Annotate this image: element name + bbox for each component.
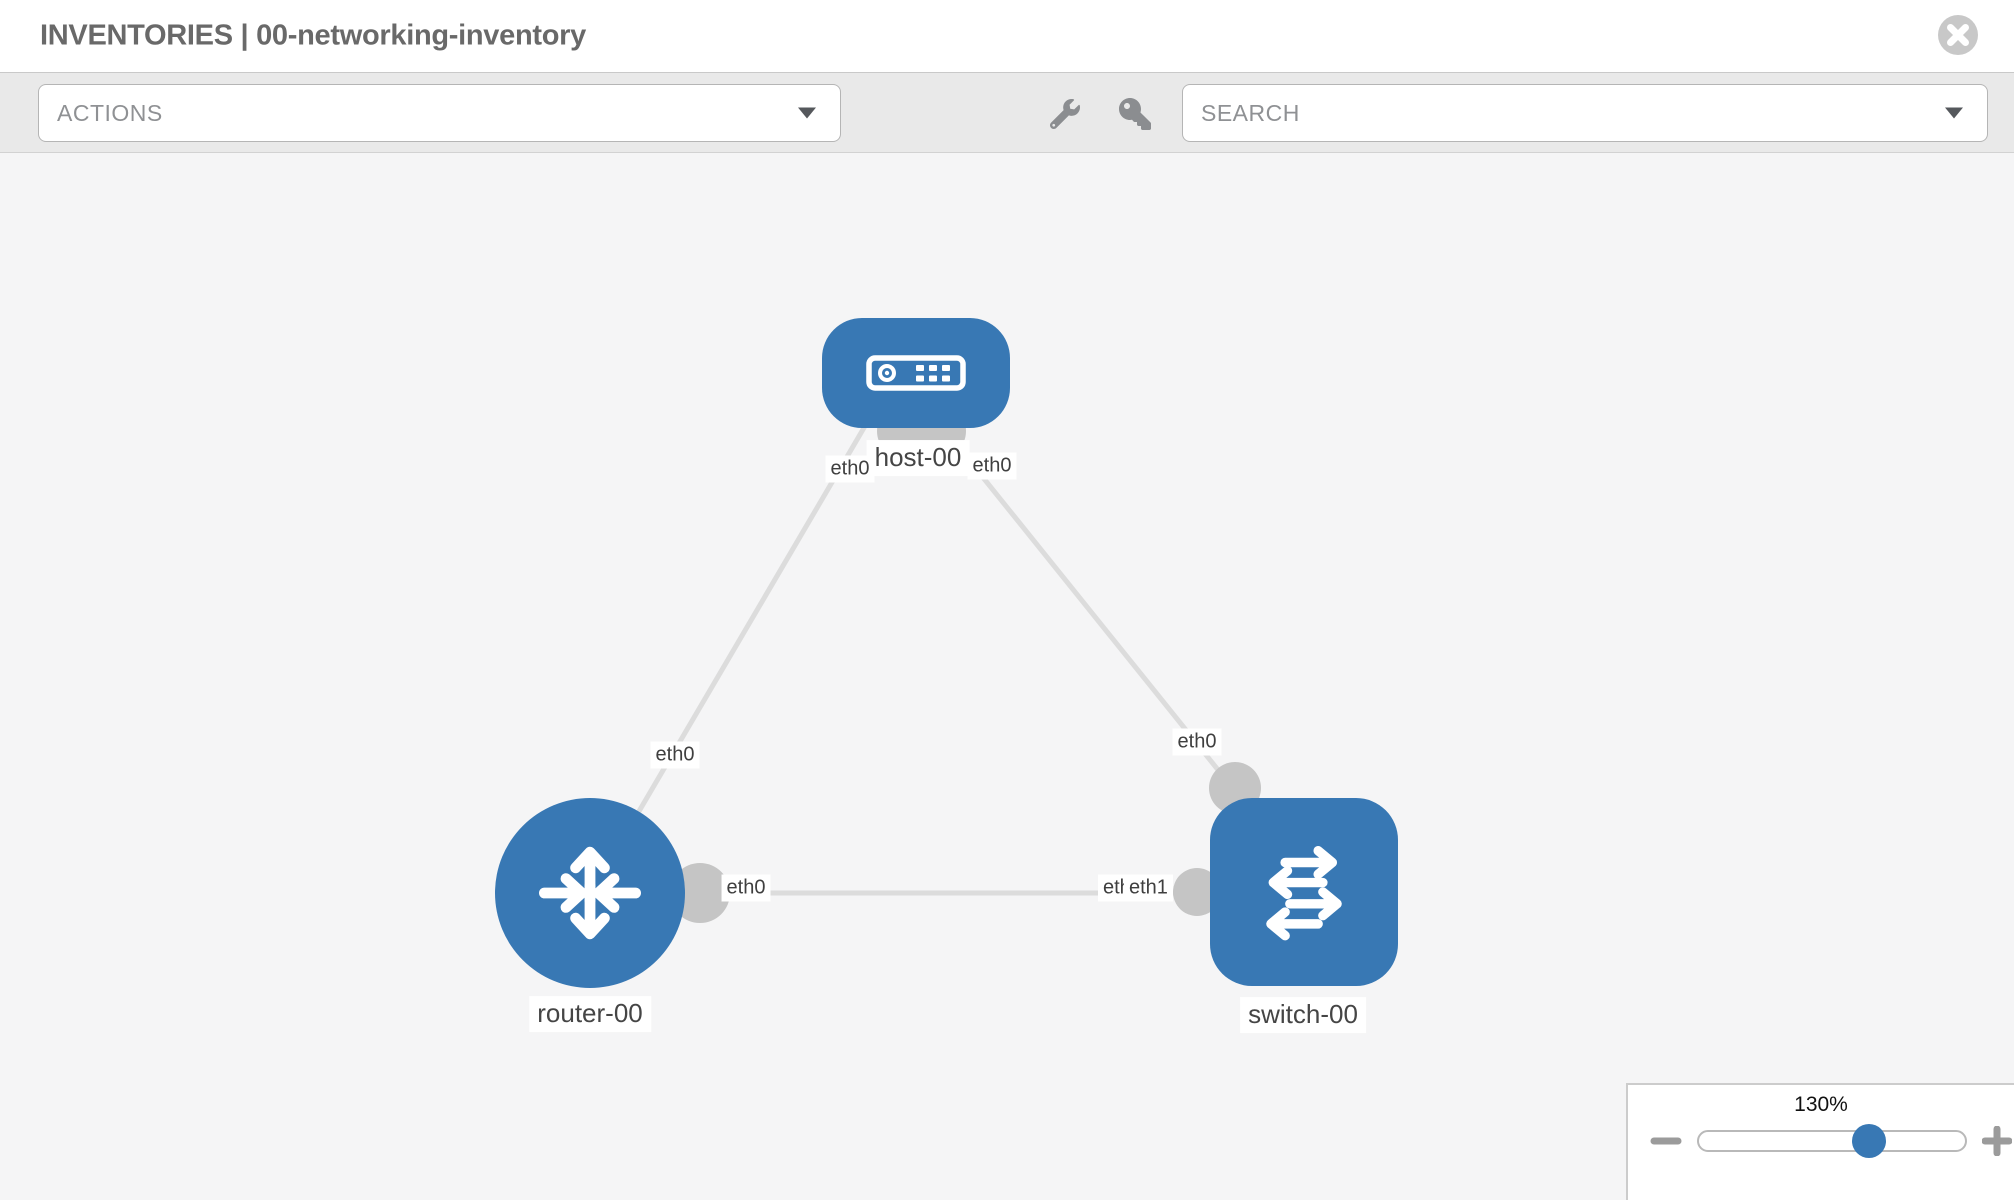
zoom-control-panel: 130%	[1626, 1083, 2014, 1200]
node-label-host: host-00	[866, 440, 970, 476]
search-dropdown[interactable]: SEARCH	[1182, 84, 1988, 142]
zoom-out-button[interactable]	[1650, 1134, 1682, 1148]
connection-dot-router	[670, 863, 730, 923]
toolbar: ACTIONS SEARCH	[0, 72, 2014, 153]
router-icon	[539, 846, 641, 940]
iface-label-router-switch-link: eth0	[721, 874, 771, 902]
configure-button[interactable]	[1042, 91, 1088, 137]
links-layer	[635, 403, 1261, 923]
iface-label-router-host-link: eth0	[650, 741, 700, 769]
chevron-down-icon	[798, 107, 816, 119]
plus-icon	[1982, 1126, 2012, 1156]
minus-icon	[1650, 1137, 1682, 1145]
wrench-icon	[1050, 99, 1080, 129]
search-dropdown-label: SEARCH	[1201, 99, 1300, 126]
connection-dot-switch-left	[1173, 868, 1221, 916]
close-icon	[1938, 15, 1978, 55]
iface-label-host-left: eth0	[825, 455, 875, 483]
actions-dropdown[interactable]: ACTIONS	[38, 84, 841, 142]
host-icon	[866, 355, 966, 391]
node-label-router: router-00	[529, 996, 651, 1032]
node-router-00[interactable]	[495, 798, 685, 988]
chevron-down-icon	[1945, 107, 1963, 119]
iface-label-host-right: eth0	[967, 452, 1017, 480]
node-host-00[interactable]	[822, 318, 1010, 428]
page-title: INVENTORIES | 00-networking-inventory	[40, 19, 586, 52]
switch-icon	[1266, 845, 1342, 941]
close-button[interactable]	[1936, 13, 1980, 57]
iface-label-switch-host-link: eth0	[1172, 728, 1222, 756]
zoom-in-button[interactable]	[1982, 1126, 2012, 1156]
actions-dropdown-label: ACTIONS	[57, 99, 163, 126]
zoom-slider-track[interactable]	[1697, 1124, 1967, 1158]
credentials-button[interactable]	[1112, 91, 1158, 137]
node-switch-00[interactable]	[1210, 798, 1398, 986]
iface-label-switch-front: eth1	[1124, 874, 1173, 902]
header: INVENTORIES | 00-networking-inventory	[0, 0, 2014, 72]
key-icon	[1119, 98, 1151, 130]
zoom-level-label: 130%	[1794, 1093, 1848, 1116]
zoom-slider-handle[interactable]	[1852, 1124, 1887, 1158]
node-label-switch: switch-00	[1240, 997, 1366, 1033]
topology-canvas[interactable]: host-00 router-00 switch-00 eth0 eth0 et…	[0, 154, 2014, 1200]
